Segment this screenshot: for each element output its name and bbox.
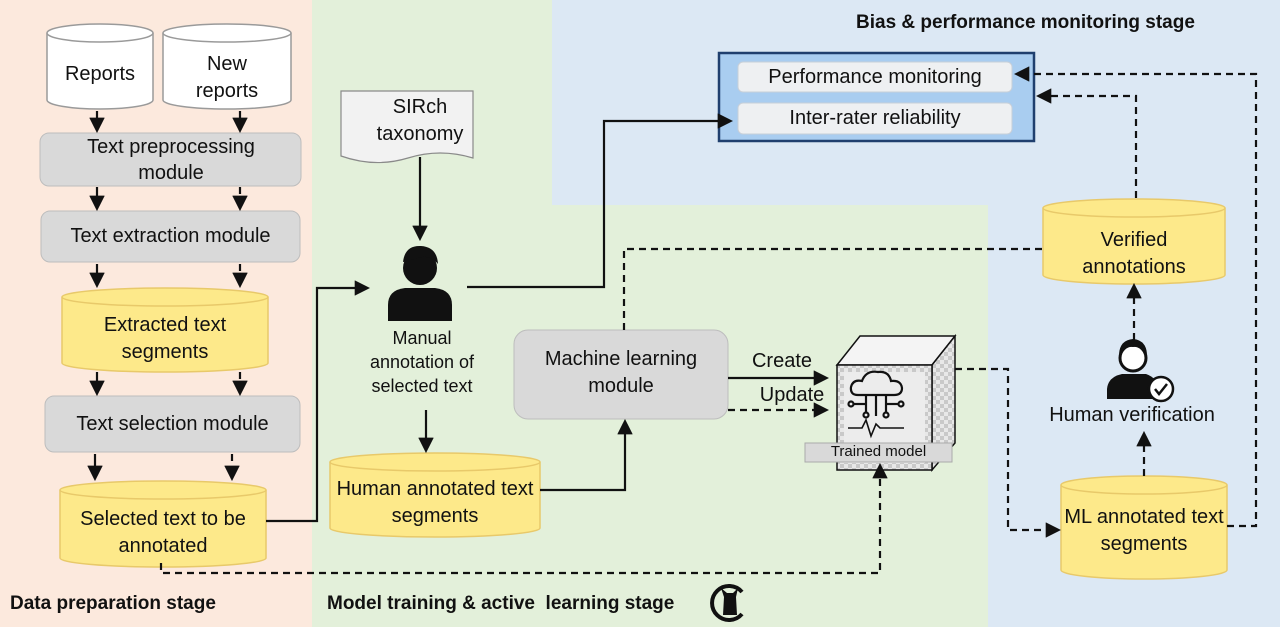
- extracted-segments-database: [61, 287, 269, 373]
- dashed-arrows: [159, 66, 1258, 575]
- trained-model-label-bg: [804, 442, 953, 463]
- verified-annotations-label: Verified annotations: [1082, 229, 1186, 278]
- human-annotated-database: [329, 452, 541, 538]
- new-reports-label: New reports: [195, 53, 259, 102]
- selected-text-database: [59, 480, 267, 568]
- inter-rater-reliability-label: Inter-rater reliability: [789, 107, 961, 129]
- manual-annotation-label: Manual annotation of selected text: [369, 327, 475, 397]
- selected-text-label: Selected text to be annotated: [80, 508, 246, 557]
- reports-label: Reports: [64, 62, 136, 85]
- selection-module-box: [44, 395, 301, 453]
- extraction-module-box: [40, 210, 301, 263]
- cat-icon: [710, 584, 744, 622]
- ml-module-label: Machine learning module: [544, 348, 698, 397]
- document-icon: [340, 90, 474, 164]
- human-verification-label: Human verification: [1049, 403, 1215, 426]
- solid-arrows: [87, 111, 830, 523]
- preprocessing-module-box: [39, 132, 302, 187]
- data-preparation-stage-label: Data preparation stage: [10, 593, 216, 614]
- performance-monitoring-box: [737, 61, 1013, 93]
- ml-annotated-database: [1060, 475, 1228, 580]
- cloud-chip-icon: [847, 370, 905, 439]
- selection-module-label: Text selection module: [76, 412, 269, 435]
- ml-annotated-label: ML annotated text segments: [1064, 506, 1224, 555]
- update-edge-label: Update: [759, 383, 825, 406]
- taxonomy-label: SIRch taxonomy: [376, 96, 464, 145]
- preprocessing-module-label: Text preprocessing module: [87, 136, 255, 184]
- reports-database: [46, 23, 154, 110]
- verified-annotations-database: [1042, 198, 1226, 285]
- inter-rater-reliability-box: [737, 102, 1013, 135]
- extracted-segments-label: Extracted text segments: [103, 314, 227, 363]
- model-training-stage-label: Model training & active learning stage: [327, 593, 675, 614]
- performance-monitoring-label: Performance monitoring: [768, 65, 982, 88]
- extraction-module-label: Text extraction module: [70, 225, 271, 247]
- person-icon: [388, 245, 452, 321]
- create-edge-label: Create: [751, 349, 813, 372]
- trained-model-label: Trained model: [830, 443, 927, 461]
- human-annotated-label: Human annotated text segments: [336, 478, 534, 527]
- new-reports-database: [162, 23, 292, 110]
- verified-person-icon: [1107, 339, 1175, 403]
- bias-monitoring-stage-label: Bias & performance monitoring stage: [856, 12, 1195, 33]
